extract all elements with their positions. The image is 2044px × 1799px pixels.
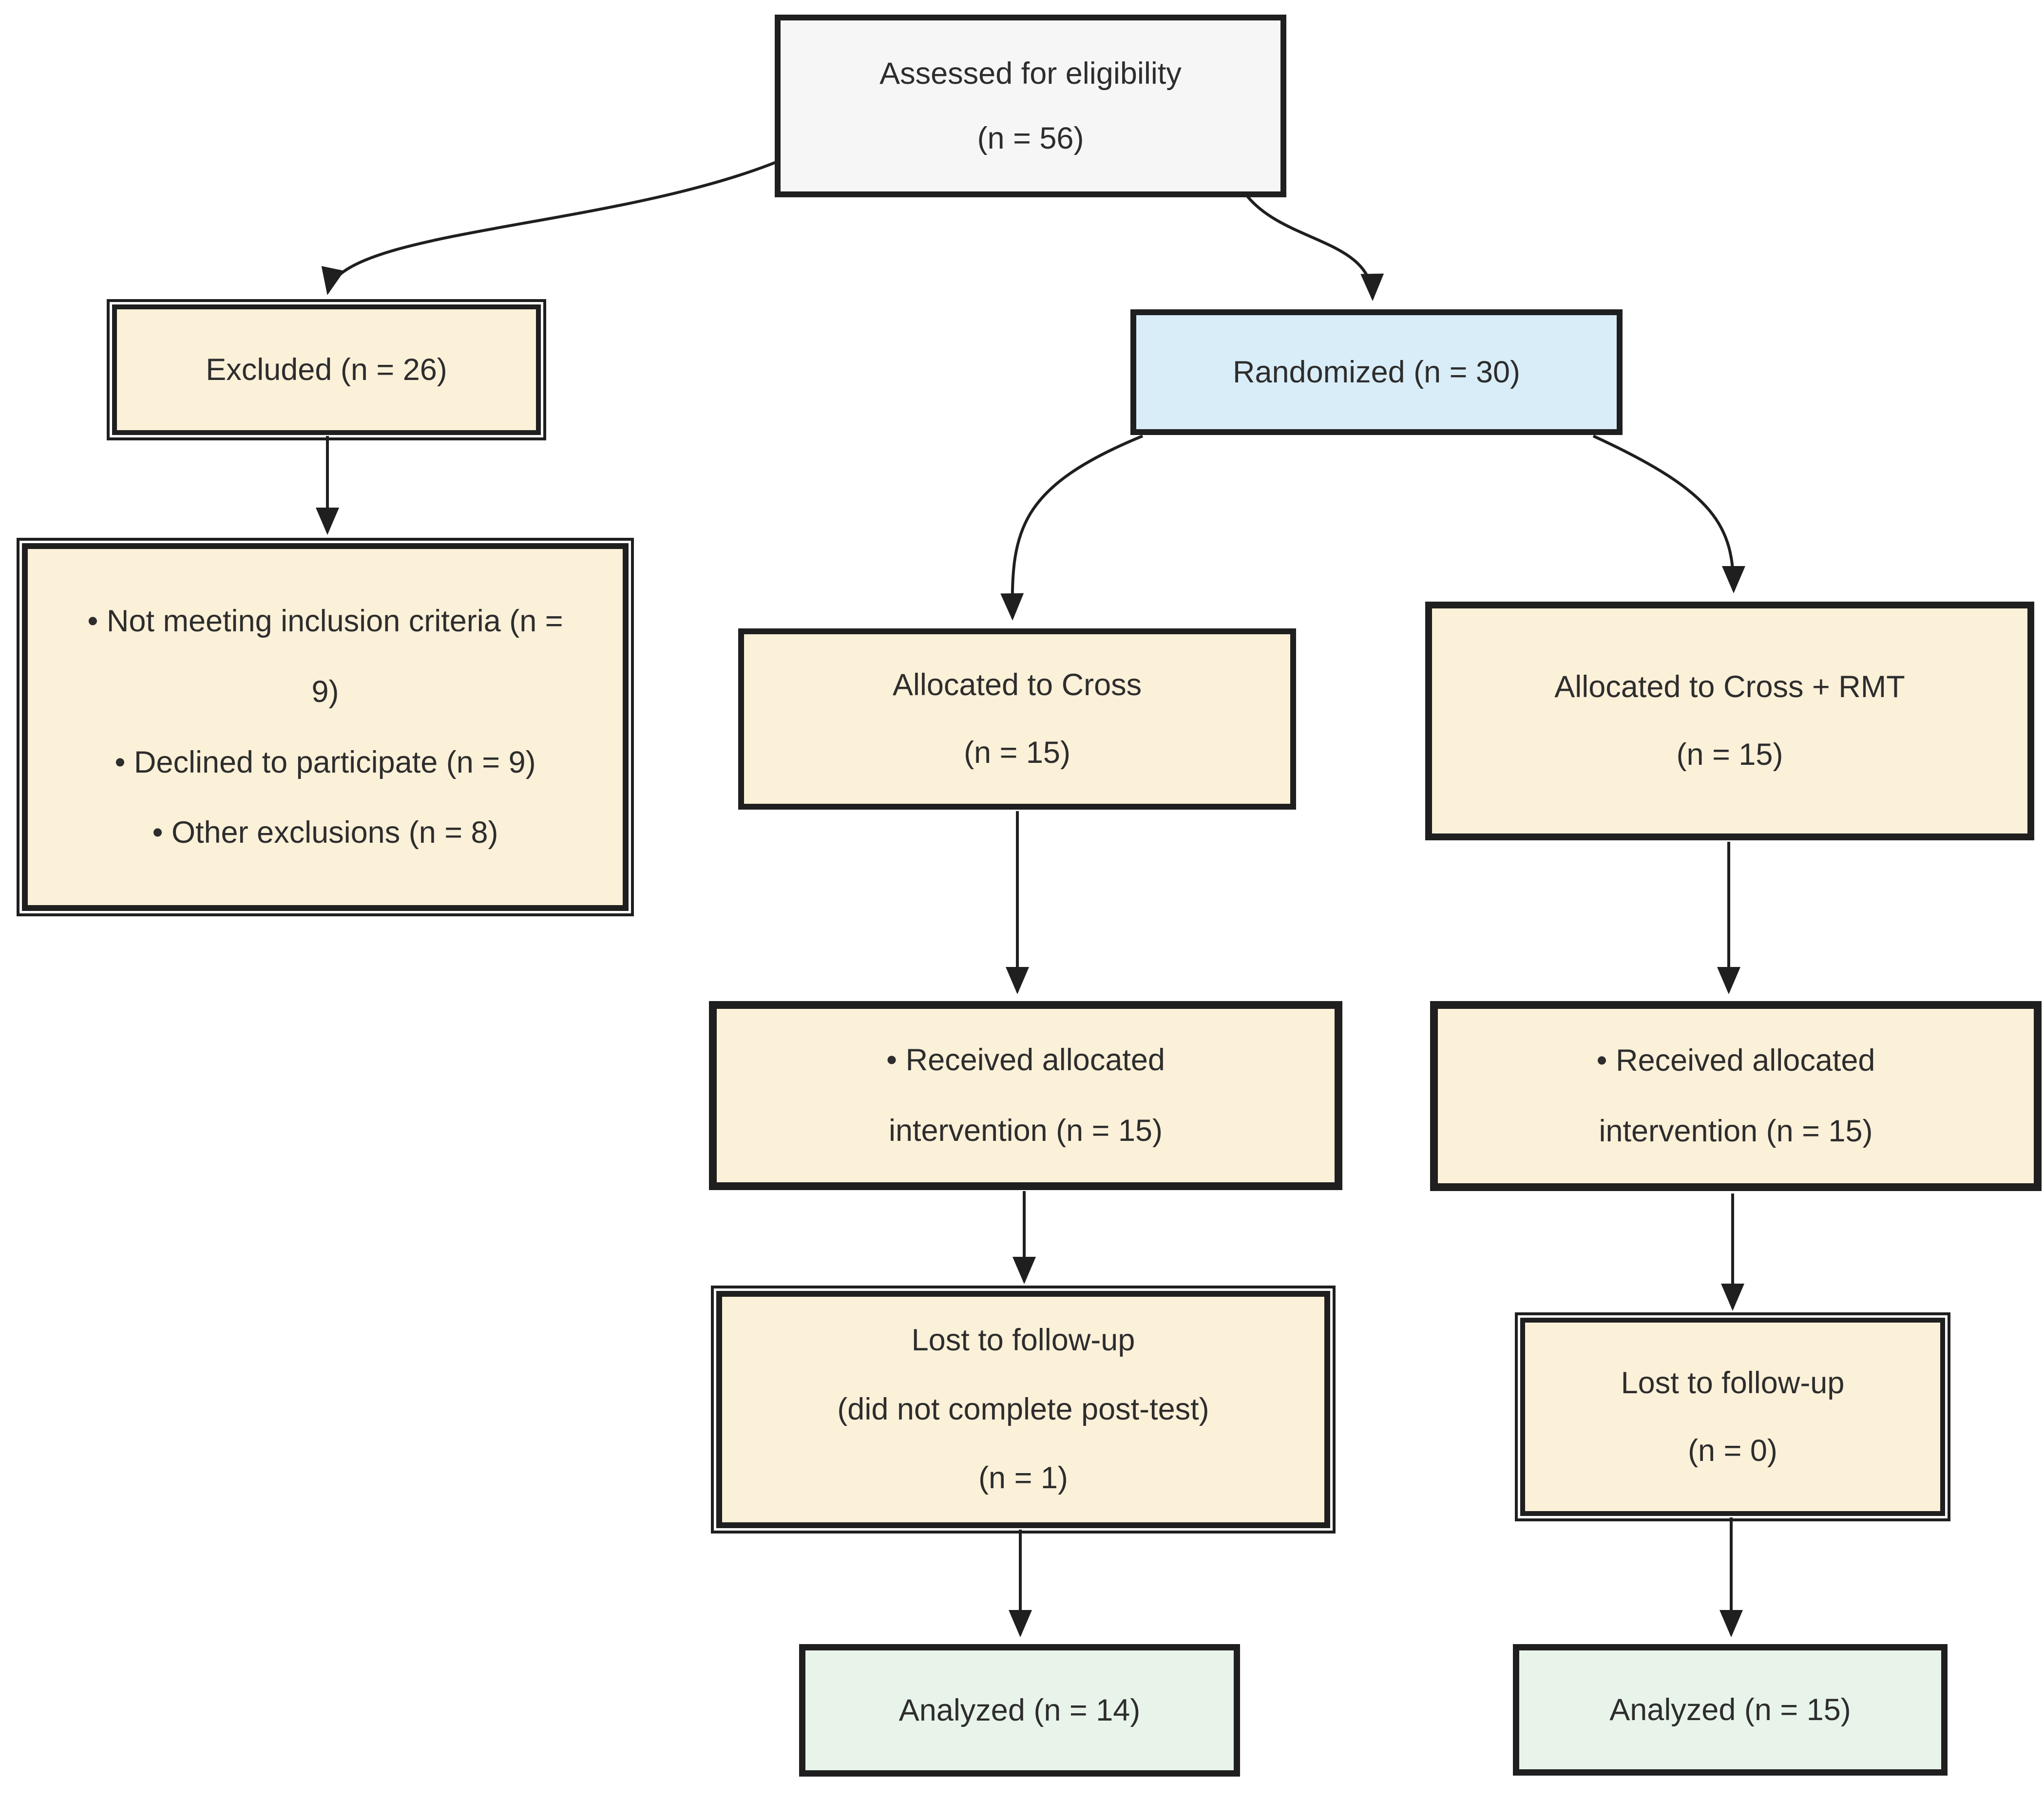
assessed-eligibility-label: Assessed for eligibility [879,57,1182,91]
randomized-label: Randomized (n = 30) [1232,355,1521,389]
edge-randomized-to-alloc-cross-rmt [1592,435,1745,593]
assessed-eligibility-count: (n = 56) [977,121,1084,155]
received-cross-rmt-item: • Received allocated intervention (n = 1… [1596,1043,1875,1148]
received-cross-item: • Received allocated intervention (n = 1… [886,1043,1165,1148]
exclusion-reason-item: • Not meeting inclusion criteria (n = 9) [87,604,563,709]
randomized-box: Randomized (n = 30) [1130,309,1623,435]
edge-assessed-to-excluded [321,160,778,295]
edge-randomized-to-alloc-cross [1000,435,1144,621]
lost-cross-rmt-label: Lost to follow-up [1621,1365,1845,1400]
analyzed-cross-rmt-box: Analyzed (n = 15) [1513,1644,1948,1776]
allocated-cross-box: Allocated to Cross (n = 15) [738,628,1296,810]
lost-cross-rmt-count: (n = 0) [1688,1433,1777,1468]
lost-cross-box: Lost to follow-up (did not complete post… [716,1291,1330,1528]
excluded-box: Excluded (n = 26) [112,304,541,435]
excluded-label: Excluded (n = 26) [206,352,447,387]
allocated-cross-rmt-box: Allocated to Cross + RMT (n = 15) [1425,602,2034,840]
analyzed-cross-rmt-label: Analyzed (n = 15) [1609,1692,1851,1727]
assessed-eligibility-box: Assessed for eligibility (n = 56) [775,15,1286,197]
exclusion-reasons-box: • Not meeting inclusion criteria (n = 9)… [22,543,629,911]
received-cross-box: • Received allocated intervention (n = 1… [709,1001,1342,1190]
received-cross-list: • Received allocated intervention (n = 1… [824,1025,1227,1166]
exclusion-reason-item: • Other exclusions (n = 8) [152,815,498,850]
allocated-cross-count: (n = 15) [964,736,1070,770]
analyzed-cross-label: Analyzed (n = 14) [898,1693,1141,1727]
exclusion-reason-item: • Declined to participate (n = 9) [115,745,536,779]
allocated-cross-rmt-label: Allocated to Cross + RMT [1554,670,1905,704]
edge-assessed-to-randomized [1246,195,1384,301]
received-cross-rmt-box: • Received allocated intervention (n = 1… [1430,1001,2042,1191]
allocated-cross-rmt-count: (n = 15) [1676,738,1783,772]
analyzed-cross-box: Analyzed (n = 14) [799,1644,1240,1777]
lost-cross-count: (n = 1) [978,1461,1068,1496]
lost-cross-label: Lost to follow-up [911,1323,1135,1357]
lost-cross-detail: (did not complete post-test) [837,1392,1209,1426]
lost-cross-rmt-box: Lost to follow-up (n = 0) [1520,1318,1945,1516]
received-cross-rmt-list: • Received allocated intervention (n = 1… [1535,1025,1936,1167]
allocated-cross-label: Allocated to Cross [892,668,1142,702]
exclusion-reasons-list: • Not meeting inclusion criteria (n = 9)… [86,586,564,869]
